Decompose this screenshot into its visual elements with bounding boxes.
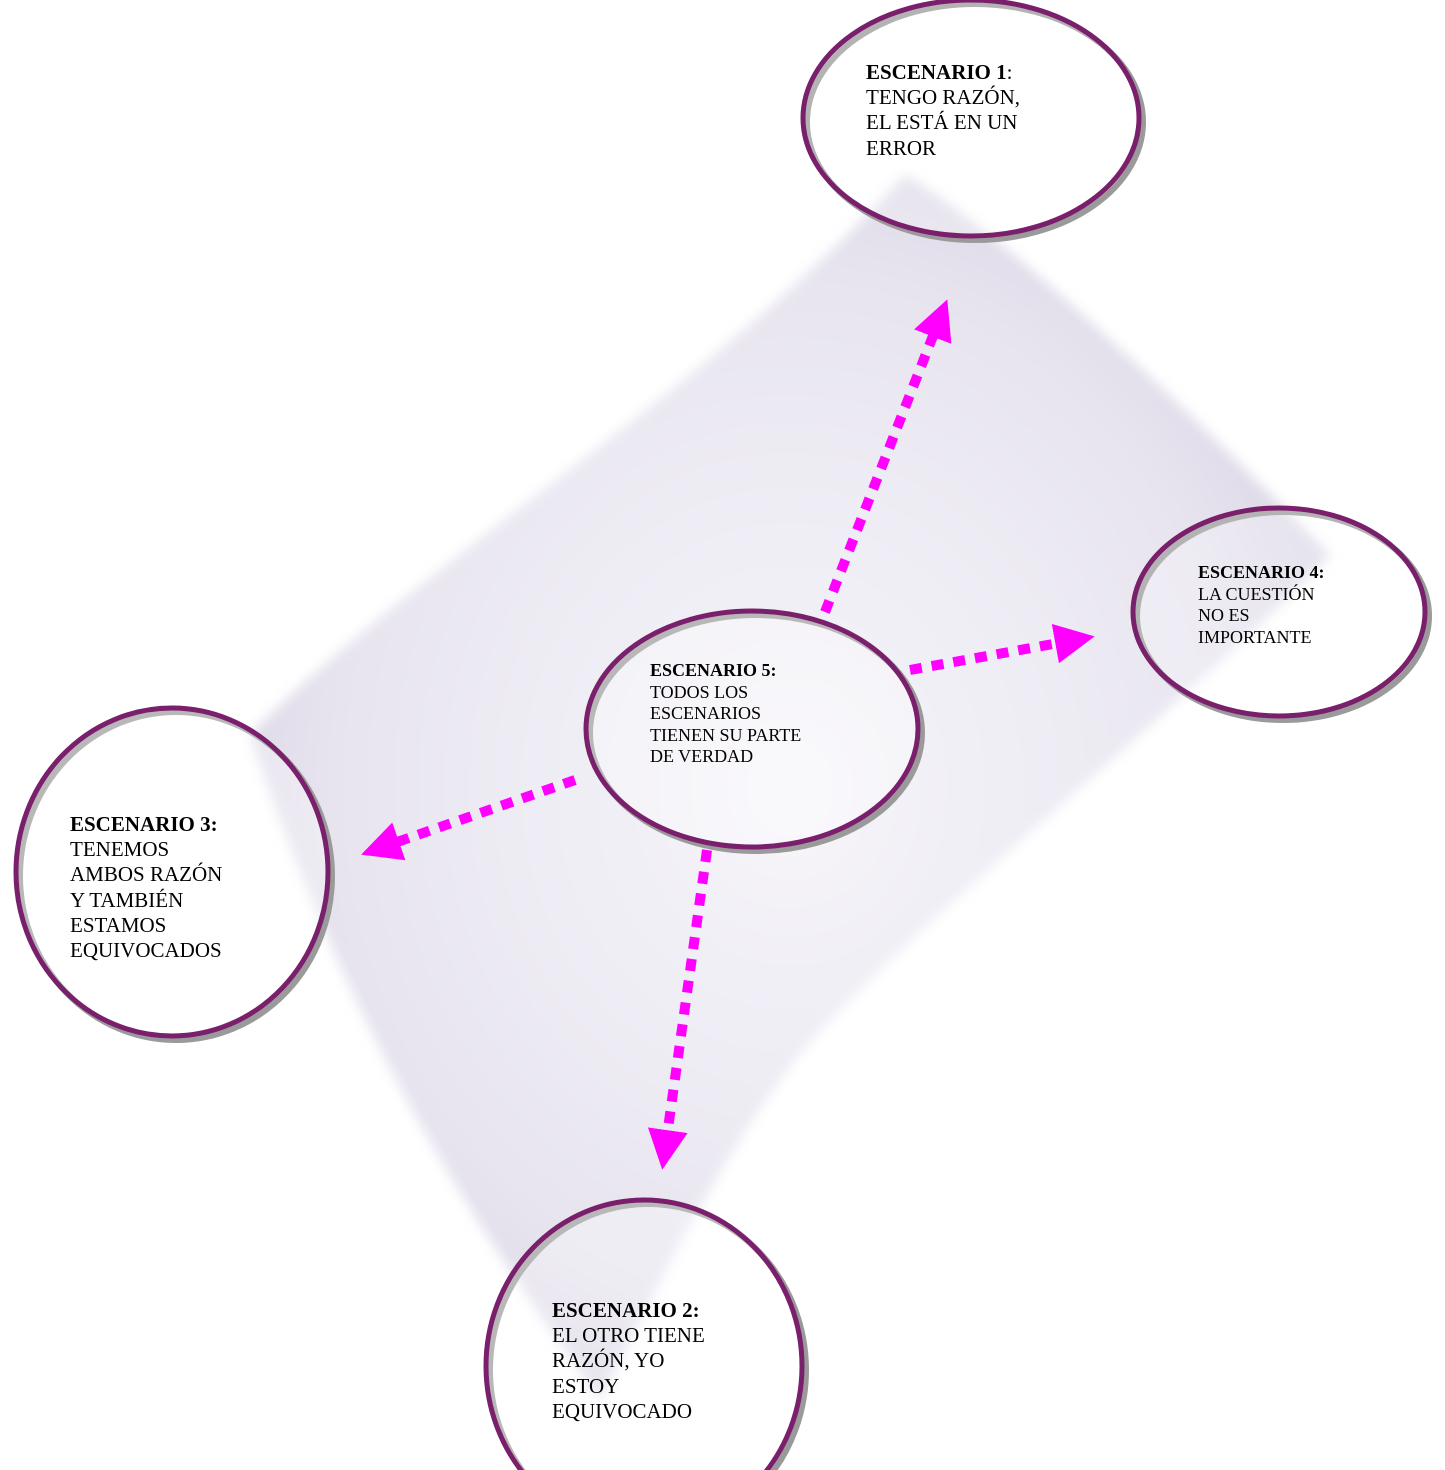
scenario-3-label: ESCENARIO 3: TENEMOS AMBOS RAZÓN Y TAMBI… [70,812,222,963]
arrows [361,299,1095,1170]
arrow-to-scenario-4 [909,623,1095,675]
scenario-3-title: ESCENARIO 3: [70,812,218,836]
pillow-background [250,175,1330,1400]
scenario-1-title: ESCENARIO 1 [866,60,1007,84]
scenario-1-title-colon: : [1006,60,1013,84]
scenario-2-ellipse [483,1197,809,1470]
scenario-5-label: ESCENARIO 5: TODOS LOS ESCENARIOS TIENEN… [650,660,801,768]
scenario-2-label: ESCENARIO 2: EL OTRO TIENE RAZÓN, YO EST… [552,1298,705,1424]
scenario-4-text: LA CUESTIÓN NO ES IMPORTANTE [1198,583,1315,647]
scenario-5-ellipse [583,608,925,854]
scenario-5-text: TODOS LOS ESCENARIOS TIENEN SU PARTE DE … [650,681,802,767]
scenario-4-ellipse [1130,505,1432,723]
scenario-2-text: EL OTRO TIENE RAZÓN, YO ESTOY EQUIVOCADO [552,1323,705,1423]
arrow-to-scenario-2 [647,849,712,1170]
scenario-1-text: TENGO RAZÓN, EL ESTÁ EN UN ERROR [866,85,1020,160]
scenario-5-title: ESCENARIO 5: [650,660,777,680]
scenario-1-label: ESCENARIO 1: TENGO RAZÓN, EL ESTÁ EN UN … [866,60,1020,161]
scenario-4-title: ESCENARIO 4: [1198,562,1325,582]
scenario-4-label: ESCENARIO 4: LA CUESTIÓN NO ES IMPORTANT… [1198,562,1325,648]
scenario-1-ellipse [800,0,1146,243]
scenario-3-text: TENEMOS AMBOS RAZÓN Y TAMBIÉN ESTAMOS EQ… [70,837,223,962]
scenario-2-title: ESCENARIO 2: [552,1298,700,1322]
arrow-to-scenario-1 [820,299,952,614]
scenario-3-ellipse [13,705,335,1043]
